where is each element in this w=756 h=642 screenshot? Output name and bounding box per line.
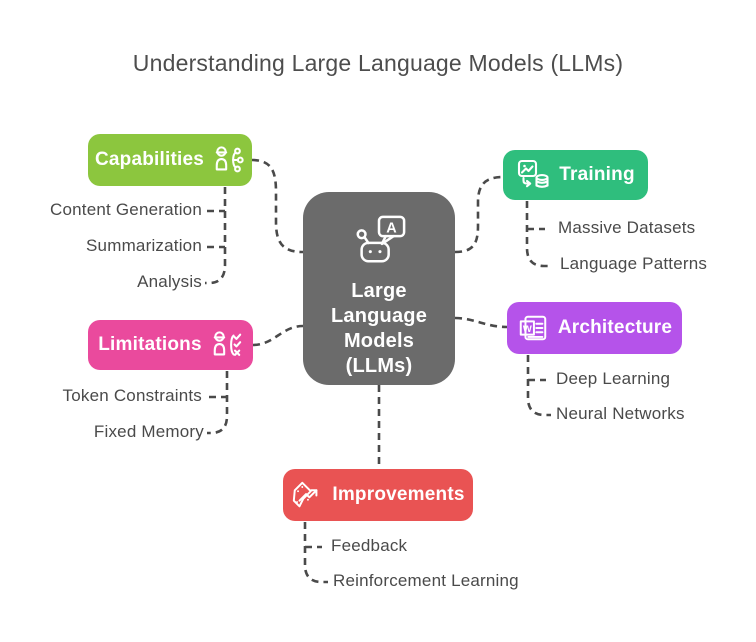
architecture-child-neural-networks: Neural Networks	[556, 404, 685, 423]
spine-improvements	[303, 522, 328, 584]
architecture-label: Architecture	[557, 317, 673, 338]
architecture-child-deep-learning: Deep Learning	[556, 369, 671, 388]
edge-limitations-center	[252, 324, 304, 347]
center-label-line1: Large	[351, 279, 407, 302]
capabilities-label: Capabilities	[94, 149, 205, 170]
patch-arrow-icon	[293, 481, 318, 508]
center-node-label: Large Language Models (LLMs)	[331, 279, 427, 379]
edge-capabilities-center	[251, 158, 304, 254]
limitations-label: Limitations	[98, 334, 202, 355]
spine-capabilities	[205, 187, 227, 285]
node-training: Training	[503, 150, 648, 200]
center-label-line2: Language	[330, 304, 428, 327]
node-limitations: Limitations	[88, 320, 253, 370]
center-label-line4: (LLMs)	[345, 354, 413, 377]
node-improvements: Improvements	[283, 469, 473, 521]
capabilities-child-analysis: Analysis	[137, 272, 202, 291]
node-capabilities: Capabilities	[88, 134, 252, 186]
person-checklist-icon	[213, 331, 241, 356]
word-document-icon: W	[519, 315, 547, 341]
edge-center-architecture	[454, 316, 508, 329]
diagram-title: Understanding Large Language Models (LLM…	[132, 50, 624, 76]
capabilities-child-summarization: Summarization	[86, 236, 202, 255]
node-llms-center: A Large Language Models (LLMs)	[303, 192, 455, 385]
limitations-child-token-constraints: Token Constraints	[62, 386, 202, 405]
edge-center-training	[454, 175, 504, 254]
limitations-child-fixed-memory: Fixed Memory	[93, 422, 204, 441]
spine-limitations	[207, 371, 229, 435]
training-child-massive-datasets: Massive Datasets	[558, 218, 696, 237]
node-architecture: W Architecture	[507, 302, 682, 354]
spine-training	[525, 201, 551, 268]
training-child-language-patterns: Language Patterns	[560, 254, 708, 273]
capabilities-child-content-generation: Content Generation	[50, 200, 202, 219]
svg-text:W: W	[523, 323, 532, 334]
chatbot-icon: A	[356, 215, 406, 263]
svg-text:A: A	[386, 220, 397, 236]
training-label: Training	[559, 164, 635, 185]
improvements-child-reinforcement-learning: Reinforcement Learning	[333, 571, 519, 590]
improvements-child-feedback: Feedback	[331, 536, 408, 555]
person-skills-icon	[215, 146, 244, 173]
center-label-line3: Models	[343, 329, 415, 352]
data-ingestion-icon	[518, 159, 549, 188]
spine-architecture	[526, 355, 551, 417]
improvements-label: Improvements	[332, 484, 465, 505]
